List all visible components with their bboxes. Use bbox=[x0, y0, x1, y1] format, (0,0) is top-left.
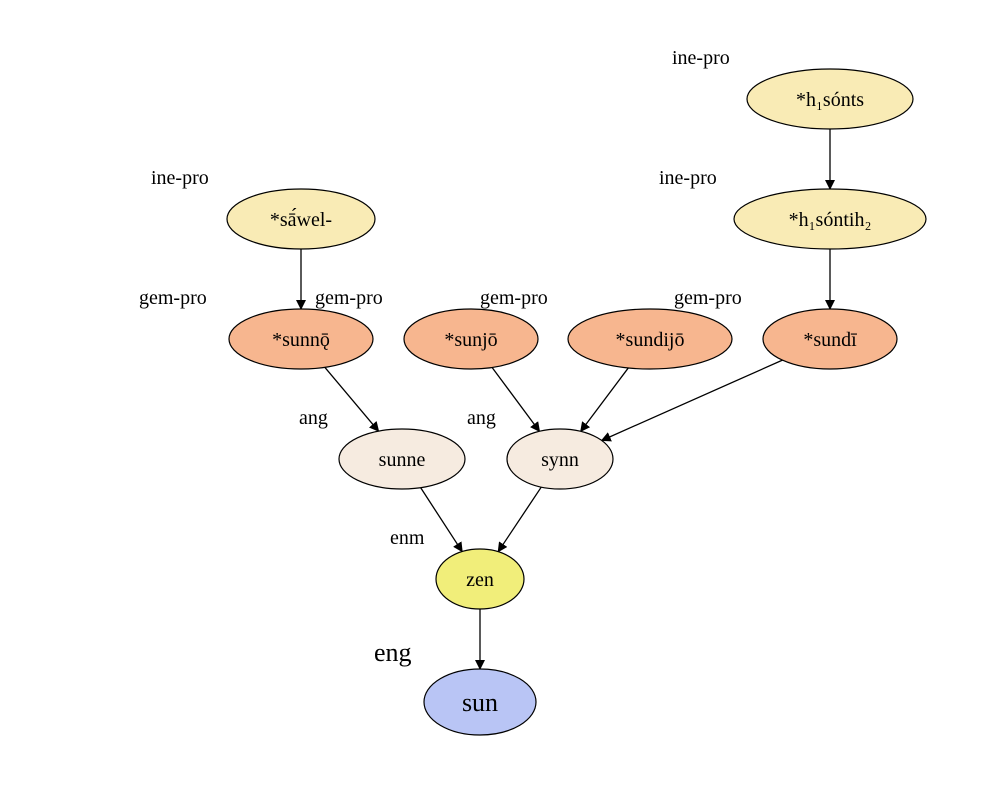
edge-sunne-to-zen bbox=[420, 487, 463, 553]
nodes-layer: *h₁sónts *sā́wel- *h₁sóntih₂ *sunnǭ *sunjō *s… bbox=[226, 68, 927, 736]
lang-label-hsonts: ine-pro bbox=[672, 47, 730, 69]
node-ellipse-sun bbox=[423, 668, 537, 736]
node-ellipse-sundi bbox=[762, 308, 898, 370]
lang-label-hsontih: ine-pro bbox=[659, 167, 717, 189]
node-ellipse-sunjo bbox=[403, 308, 539, 370]
node-sawel[interactable]: *sā́wel- bbox=[226, 188, 376, 250]
node-sundijo[interactable]: *sundijō bbox=[567, 308, 733, 370]
node-sunne[interactable]: sunne bbox=[338, 428, 466, 490]
node-sunjo[interactable]: *sunjō bbox=[403, 308, 539, 370]
edge-sundijo-to-synn bbox=[580, 367, 629, 433]
node-word-sun: sun bbox=[462, 688, 498, 717]
node-word-hsonts: *h₁sónts bbox=[796, 89, 864, 111]
node-sunno[interactable]: *sunnǭ bbox=[228, 308, 374, 370]
node-ellipse-hsonts bbox=[746, 68, 914, 130]
lang-label-synn: ang bbox=[467, 407, 496, 429]
node-sun[interactable]: sun bbox=[423, 668, 537, 736]
labels-layer: ine-pro ine-pro ine-pro gem-pro gem-pro gem-p… bbox=[139, 47, 742, 667]
lang-label-sun: eng bbox=[374, 638, 412, 667]
node-hsonts[interactable]: *h₁sónts bbox=[746, 68, 914, 130]
edges-layer bbox=[296, 129, 835, 670]
node-word-synn: synn bbox=[541, 449, 579, 471]
edge-sundi-to-synn bbox=[600, 359, 783, 442]
edge-sunjo-to-synn bbox=[491, 367, 541, 433]
node-ellipse-hsontih bbox=[733, 188, 927, 250]
node-ellipse-sunne bbox=[338, 428, 466, 490]
node-ellipse-synn bbox=[506, 428, 614, 490]
node-word-sunno: *sunnǭ bbox=[272, 329, 330, 351]
node-word-sundijo: *sundijō bbox=[616, 329, 685, 351]
edge-sunno-to-sunne bbox=[324, 366, 380, 432]
lang-label-sawel-gem-label: gem-pro bbox=[315, 287, 383, 309]
node-ellipse-sunno bbox=[228, 308, 374, 370]
lang-label-sunjo: gem-pro bbox=[480, 287, 548, 309]
lang-label-sunne: ang bbox=[299, 407, 328, 429]
node-word-sunne: sunne bbox=[379, 449, 426, 471]
lang-label-sawel: ine-pro bbox=[151, 167, 209, 189]
node-sundi[interactable]: *sundī bbox=[762, 308, 898, 370]
node-ellipse-zen bbox=[435, 548, 525, 610]
lang-label-sunno: gem-pro bbox=[139, 287, 207, 309]
node-word-zen: zen bbox=[466, 569, 494, 591]
node-hsontih[interactable]: *h₁sóntih₂ bbox=[733, 188, 927, 250]
node-word-sunjo: *sunjō bbox=[444, 329, 497, 351]
node-word-hsontih: *h₁sóntih₂ bbox=[789, 209, 872, 231]
node-zen[interactable]: zen bbox=[435, 548, 525, 610]
lang-label-sundi: gem-pro bbox=[674, 287, 742, 309]
node-word-sawel: *sā́wel- bbox=[270, 207, 332, 231]
node-ellipse-sawel bbox=[226, 188, 376, 250]
node-ellipse-sundijo bbox=[567, 308, 733, 370]
node-synn[interactable]: synn bbox=[506, 428, 614, 490]
lang-label-zen: enm bbox=[390, 527, 425, 549]
node-word-sundi: *sundī bbox=[803, 329, 857, 351]
edge-synn-to-zen bbox=[497, 486, 542, 553]
